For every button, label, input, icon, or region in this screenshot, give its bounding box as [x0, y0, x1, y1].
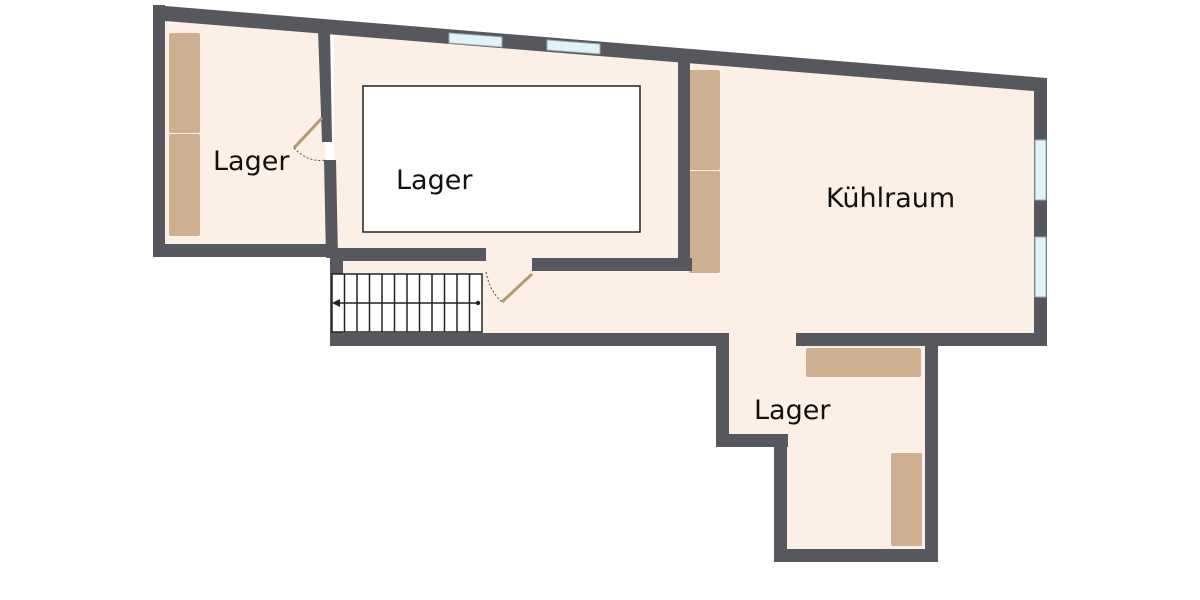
window — [1034, 139, 1047, 201]
shelf — [806, 348, 921, 377]
room-label-lager-bottom: Lager — [754, 395, 831, 426]
stairs-arrow-icon — [332, 299, 340, 307]
window — [546, 39, 601, 55]
door-swing — [293, 147, 327, 161]
stairs — [331, 273, 483, 333]
doors — [292, 116, 534, 304]
room-label-lager-center: Lager — [396, 165, 473, 196]
shelves — [169, 33, 922, 546]
windows — [448, 32, 1047, 298]
door-leaf — [292, 116, 324, 150]
door-leaf — [500, 272, 534, 304]
shelf — [891, 453, 922, 546]
shelf — [689, 171, 720, 273]
room-label-lager-small: Lager — [213, 146, 290, 177]
shelf — [689, 70, 720, 170]
storage-block — [362, 85, 641, 233]
floor-lager-bottom — [728, 334, 926, 550]
shelf — [169, 33, 200, 133]
window — [1034, 236, 1047, 298]
floor-kuehlraum — [686, 56, 1036, 334]
floor-lager-small — [164, 18, 328, 245]
shelf — [169, 134, 200, 236]
window — [448, 32, 503, 48]
room-label-kuehlraum: Kühlraum — [826, 183, 956, 214]
